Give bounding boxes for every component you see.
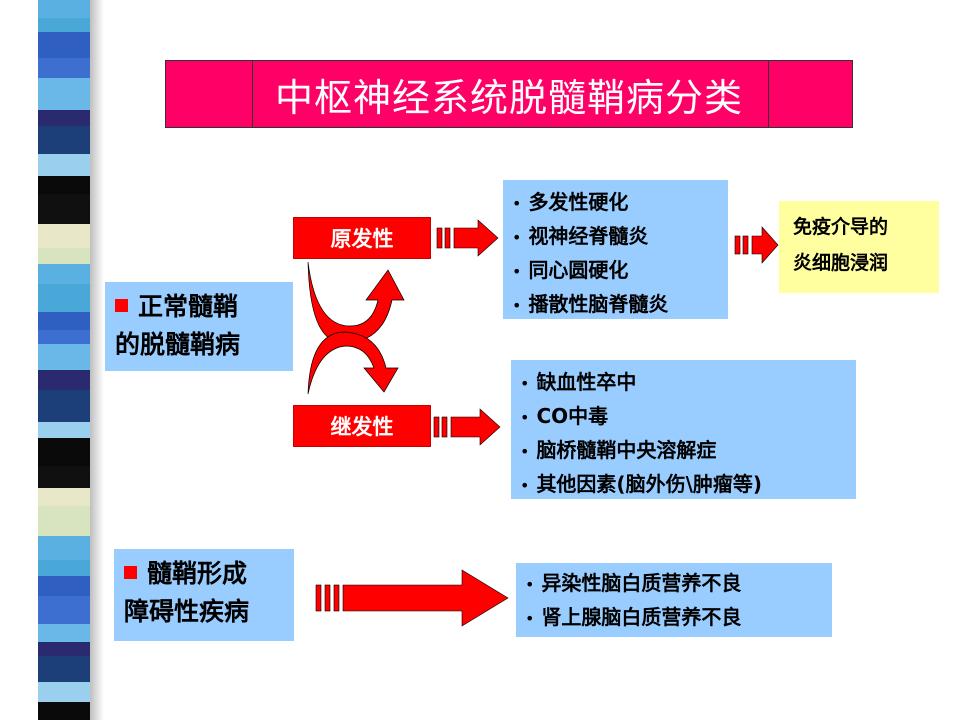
category-dysmyelination-text: 髓鞘形成 障碍性疾病	[114, 549, 294, 631]
list-item: CO中毒	[520, 400, 856, 434]
stripe-segment	[38, 330, 90, 344]
label-secondary: 继发性	[293, 405, 431, 447]
secondary-items-list: 缺血性卒中 CO中毒 脑桥髓鞘中央溶解症 其他因素(脑外伤\肿瘤等)	[520, 366, 856, 502]
category-line: 障碍性疾病	[124, 597, 250, 626]
stripe-segment	[38, 32, 90, 58]
category-normal-myelin-box: 正常髓鞘 的脱髓鞘病	[105, 282, 293, 371]
stripe-segment	[38, 0, 90, 18]
stripe-segment	[38, 488, 90, 506]
red-square-bullet	[115, 299, 128, 312]
curved-arrow-down	[307, 331, 399, 395]
stripe-segment	[38, 110, 90, 126]
stripe-segment	[38, 506, 90, 536]
category-normal-myelin-text: 正常髓鞘 的脱髓鞘病	[105, 282, 293, 364]
primary-items-box: 多发性硬化 视神经脊髓炎 同心圆硬化 播散性脑脊髓炎	[503, 180, 728, 319]
stripe-segment	[38, 642, 90, 656]
list-item: 多发性硬化	[512, 186, 728, 220]
list-item: 肾上腺脑白质营养不良	[525, 601, 832, 635]
stripe-segment	[38, 224, 90, 248]
stripe-segment	[38, 438, 90, 466]
title-banner: 中枢神经系统脱髓鞘病分类	[165, 60, 853, 128]
arrow-dysmyelination-to-items	[315, 569, 509, 627]
stripe-segment	[38, 344, 90, 370]
list-item: 脑桥髓鞘中央溶解症	[520, 434, 856, 468]
secondary-items-box: 缺血性卒中 CO中毒 脑桥髓鞘中央溶解症 其他因素(脑外伤\肿瘤等)	[511, 360, 856, 499]
title-divider-right	[768, 61, 769, 127]
stripe-segment	[38, 596, 90, 624]
category-line: 的脱髓鞘病	[115, 330, 241, 359]
stripe-segment	[38, 284, 90, 312]
list-item: 其他因素(脑外伤\肿瘤等)	[520, 468, 856, 502]
label-primary: 原发性	[293, 217, 431, 259]
stripe-segment	[38, 422, 90, 438]
stripe-segment	[38, 248, 90, 264]
category-dysmyelination-box: 髓鞘形成 障碍性疾病	[114, 549, 294, 641]
stripe-segment	[38, 466, 90, 488]
list-item: 视神经脊髓炎	[512, 220, 728, 254]
page-title: 中枢神经系统脱髓鞘病分类	[274, 75, 743, 120]
list-item: 播散性脑脊髓炎	[512, 288, 728, 322]
stripe-segment	[38, 18, 90, 32]
list-item: 缺血性卒中	[520, 366, 856, 400]
stripe-segment	[38, 682, 90, 702]
stripe-segment	[38, 194, 90, 224]
stripe-segment	[38, 58, 90, 78]
list-item: 同心圆硬化	[512, 254, 728, 288]
list-item: 异染性脑白质营养不良	[525, 567, 832, 601]
stripe-segment	[38, 78, 90, 110]
category-line: 髓鞘形成	[147, 559, 248, 588]
stripe-shadow	[90, 0, 104, 720]
stripe-segment	[38, 656, 90, 682]
stripe-segment	[38, 154, 90, 176]
stripe-segment	[38, 702, 90, 720]
immune-note-box: 免疫介导的 炎细胞浸润	[779, 201, 939, 293]
stripe-segment	[38, 264, 90, 284]
stripe-segment	[38, 370, 90, 390]
decorative-stripe-bar	[38, 0, 104, 720]
red-square-bullet	[124, 566, 137, 579]
stripe-segment	[38, 536, 90, 560]
stripe-segment	[38, 624, 90, 642]
curved-arrow-up	[307, 261, 405, 343]
arrow-secondary-to-items	[433, 408, 501, 446]
stripe-segment	[38, 390, 90, 422]
stripe-segment	[38, 176, 90, 194]
primary-items-list: 多发性硬化 视神经脊髓炎 同心圆硬化 播散性脑脊髓炎	[512, 186, 728, 322]
stripe-segment	[38, 312, 90, 330]
title-divider-left	[252, 61, 253, 127]
stripe-segment	[38, 560, 90, 576]
arrow-items-to-note	[734, 226, 779, 264]
stripe-segment	[38, 576, 90, 596]
dysmyelination-items-box: 异染性脑白质营养不良 肾上腺脑白质营养不良	[516, 563, 832, 637]
dysmyelination-items-list: 异染性脑白质营养不良 肾上腺脑白质营养不良	[525, 567, 832, 635]
stripe-segment	[38, 126, 90, 154]
category-line: 正常髓鞘	[138, 292, 239, 321]
note-line: 免疫介导的	[793, 216, 889, 238]
note-line: 炎细胞浸润	[793, 252, 889, 274]
arrow-primary-to-items	[436, 219, 499, 257]
